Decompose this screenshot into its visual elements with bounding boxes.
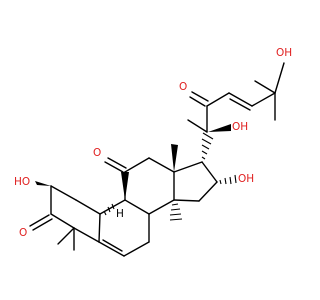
oh-c16-label: OH: [238, 173, 254, 185]
ketone-c22-label: O: [179, 81, 187, 93]
ketone-c3-label: O: [19, 227, 27, 239]
chemical-structure: OH O OH O OH HO O H: [14, 47, 292, 257]
oh-c25-label: OH: [276, 47, 292, 59]
ring-b: [98, 172, 150, 257]
h-c10-label: H: [116, 208, 124, 220]
c17-c20-hash: [201, 132, 214, 160]
oh-c2-label: HO: [14, 176, 30, 188]
molecule-canvas: OH O OH O OH HO O H: [14, 47, 292, 257]
c14-methyl-hash: [169, 203, 183, 221]
ketone-c11-label: O: [93, 147, 101, 159]
oh-c20-label: OH: [232, 121, 248, 133]
h-c10-hash: [103, 203, 115, 216]
ring-c: [104, 144, 183, 221]
ring-d: [173, 161, 237, 202]
ring-a: [29, 181, 101, 251]
side-chain: [187, 62, 285, 160]
c16-oh-hash: [219, 174, 237, 185]
